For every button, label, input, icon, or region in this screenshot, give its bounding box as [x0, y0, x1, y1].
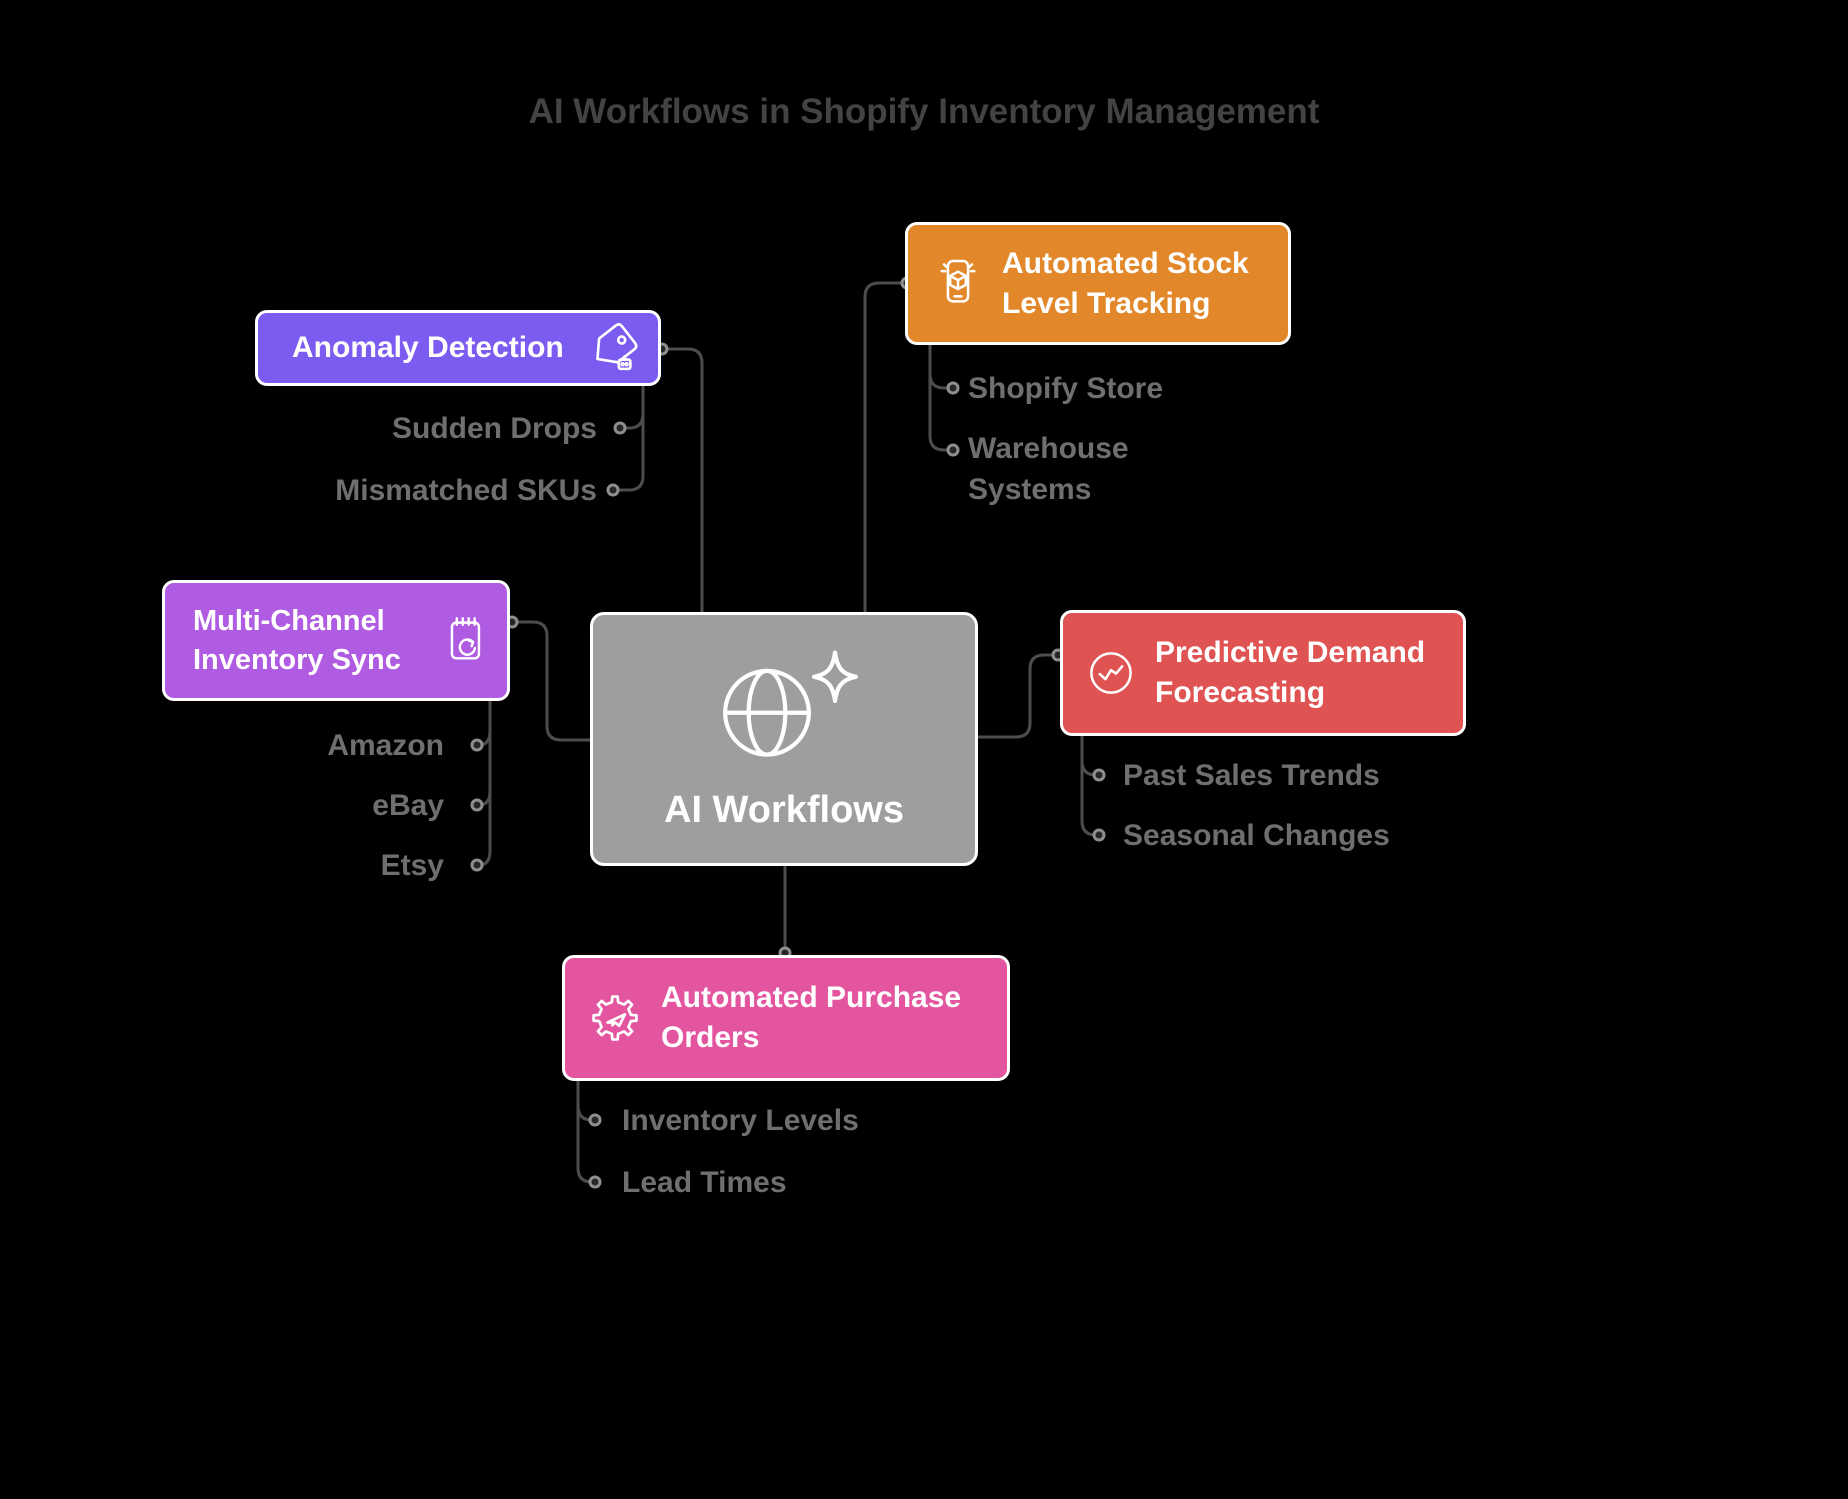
child-label-sudden-drops: Sudden Drops	[391, 412, 597, 445]
port-dot	[1092, 828, 1106, 842]
branch-node-anomaly-detection: Anomaly Detection	[255, 310, 661, 386]
trend-chart-icon	[1090, 652, 1132, 694]
connector-purchase-children	[576, 1079, 594, 1184]
clipboard-sync-icon	[450, 616, 481, 659]
branch-node-purchase-orders: Automated Purchase Orders	[562, 955, 1010, 1081]
diagram-title: AI Workflows in Shopify Inventory Manage…	[528, 92, 1320, 131]
gear-alert-icon	[592, 995, 638, 1041]
globe-sparkle-icon	[723, 650, 859, 758]
port-dot	[470, 738, 484, 752]
mobile-box-icon	[940, 259, 976, 303]
branch-label-purchase-orders: Automated Purchase Orders	[661, 981, 962, 1054]
connector-center-to-anomaly	[660, 347, 704, 614]
connector-stock-children	[928, 343, 952, 452]
port-dot	[1092, 768, 1106, 782]
connector-center-to-multichannel	[510, 620, 592, 742]
port-dot	[588, 1113, 602, 1127]
child-label-lead-times: Lead Times	[622, 1166, 787, 1199]
child-label-amazon: Amazon	[327, 729, 444, 762]
port-dot	[588, 1175, 602, 1189]
branch-label-stock-tracking: Automated Stock Level Tracking	[1002, 246, 1249, 320]
connector-anomaly-children	[614, 384, 645, 492]
port-dot	[946, 443, 960, 457]
branch-node-multichannel-sync: Multi-Channel Inventory Sync	[162, 580, 510, 701]
child-label-mismatched-skus: Mismatched SKUs	[335, 474, 597, 507]
connector-forecasting-children	[1080, 734, 1098, 837]
port-dot	[613, 421, 627, 435]
port-dot	[470, 798, 484, 812]
branch-label-multichannel-sync: Multi-Channel Inventory Sync	[193, 605, 401, 676]
port-dot	[470, 858, 484, 872]
child-label-past-sales-trends: Past Sales Trends	[1123, 759, 1380, 792]
port-dot	[946, 381, 960, 395]
child-label-seasonal-changes: Seasonal Changes	[1123, 819, 1390, 852]
gear-outline-path	[592, 995, 638, 1041]
branch-label-anomaly-detection: Anomaly Detection	[292, 331, 564, 365]
branch-label-demand-forecasting: Predictive Demand Forecasting	[1155, 636, 1426, 709]
child-label-inventory-levels: Inventory Levels	[622, 1104, 859, 1137]
connector-center-to-stock	[863, 281, 907, 614]
center-node: AI Workflows	[590, 612, 978, 866]
child-label-shopify-store: Shopify Store	[968, 372, 1164, 405]
center-node-label: AI Workflows	[664, 789, 904, 832]
child-label-ebay: eBay	[372, 789, 444, 822]
child-label-etsy: Etsy	[380, 849, 444, 882]
child-label-warehouse-systems: Warehouse Systems	[968, 432, 1129, 506]
price-tag-icon	[596, 323, 638, 371]
connection-dots	[470, 276, 1106, 1189]
connector-multichannel-children	[477, 699, 492, 867]
connector-center-to-forecasting	[976, 653, 1060, 739]
branch-node-stock-tracking: Automated Stock Level Tracking	[905, 222, 1291, 345]
port-dot	[606, 483, 620, 497]
branch-node-demand-forecasting: Predictive Demand Forecasting	[1060, 610, 1466, 736]
